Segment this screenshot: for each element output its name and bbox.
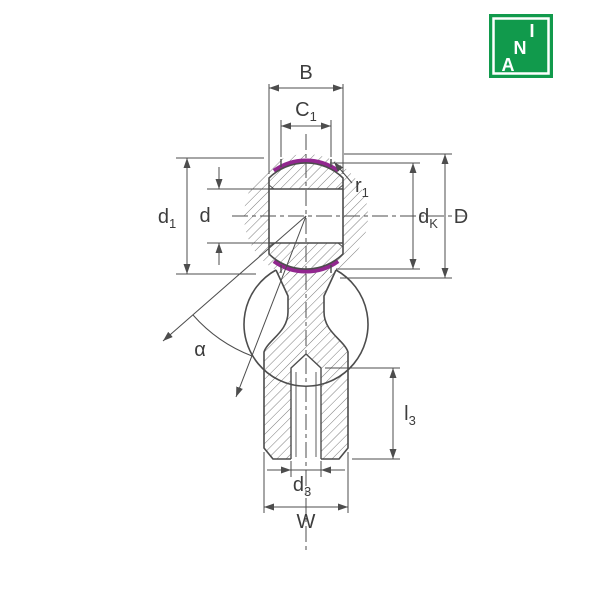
label-r1: r1 xyxy=(355,175,369,200)
dimension-alpha xyxy=(162,215,307,398)
centerlines xyxy=(232,134,465,552)
bore-chamfer xyxy=(337,242,344,248)
dimension-b xyxy=(268,84,344,174)
bore-chamfer xyxy=(337,184,344,190)
ball-outline xyxy=(268,162,344,270)
dimension-d3 xyxy=(267,461,345,477)
label-b: B xyxy=(299,62,312,84)
label-big-d: D xyxy=(454,206,468,228)
liner-arc-top xyxy=(272,158,340,173)
ina-logo-frame xyxy=(492,17,550,75)
dimension-c1 xyxy=(280,120,332,157)
bore-lines xyxy=(268,184,344,248)
shank-outline-left xyxy=(263,269,291,460)
bore-chamfer xyxy=(268,242,275,248)
angle-line xyxy=(162,215,307,342)
ina-logo-box xyxy=(489,14,553,78)
ina-logo-letter-i: I xyxy=(529,21,534,41)
bore-chamfer xyxy=(268,184,275,190)
dimension-d1 xyxy=(176,157,264,275)
dimension-labels: B C1 r1 d1 d dK D α l3 d3 W xyxy=(158,62,468,533)
dimension-dk xyxy=(330,162,420,270)
angle-line xyxy=(235,215,307,398)
dimension-l3 xyxy=(325,367,400,460)
leader-line xyxy=(333,161,353,184)
liner-arc-bottom xyxy=(272,259,340,274)
label-dk: dK xyxy=(418,206,438,231)
label-c1: C1 xyxy=(295,99,317,124)
label-d1: d1 xyxy=(158,206,176,231)
dimension-w xyxy=(263,452,349,513)
label-l3: l3 xyxy=(404,403,416,428)
label-d: d xyxy=(199,205,210,227)
ina-logo-letter-a: A xyxy=(502,55,515,75)
ina-logo-letter-n: N xyxy=(514,38,527,58)
shank-outline-right xyxy=(321,269,349,460)
dimensions xyxy=(162,84,452,513)
label-d3: d3 xyxy=(293,474,311,499)
ina-logo: I N A xyxy=(489,14,553,78)
label-alpha: α xyxy=(194,339,206,361)
leader-r1 xyxy=(333,161,353,184)
dimension-d xyxy=(207,167,269,265)
angle-arc xyxy=(192,314,253,357)
dimension-big-d xyxy=(340,153,452,279)
label-w: W xyxy=(297,511,316,533)
liner-arcs xyxy=(272,158,340,274)
